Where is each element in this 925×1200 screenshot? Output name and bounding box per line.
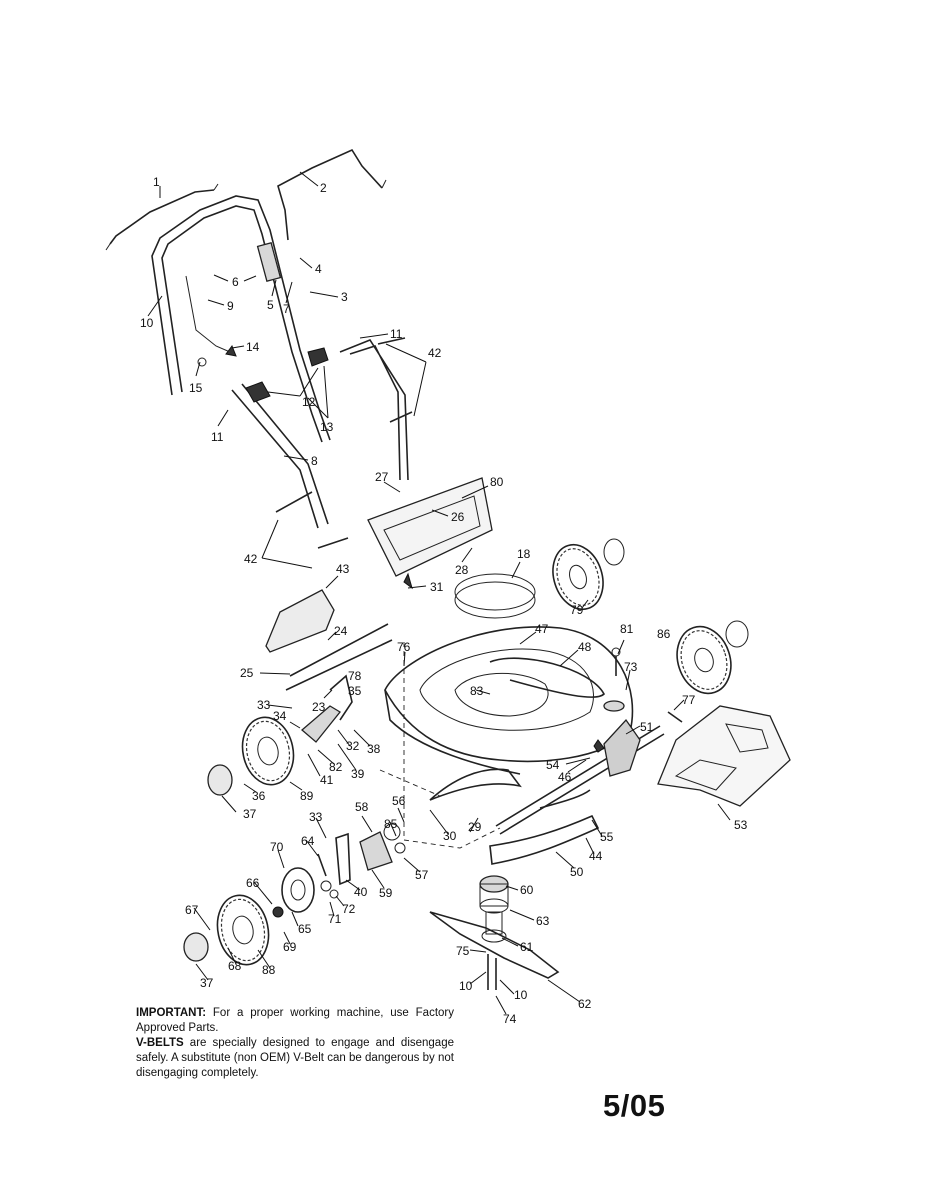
part-label: 83 — [470, 684, 484, 698]
part-label: 72 — [342, 902, 356, 916]
part-label: 32 — [346, 739, 360, 753]
part-label: 43 — [336, 562, 350, 576]
part-label: 33 — [309, 810, 323, 824]
part-label: 53 — [734, 818, 748, 832]
part-label: 75 — [456, 944, 470, 958]
part-label: 69 — [283, 940, 297, 954]
small-parts — [197, 344, 683, 990]
vbelts-note: V-BELTS are specially designed to engage… — [136, 1036, 454, 1081]
part-label: 6 — [232, 275, 239, 289]
important-note: IMPORTANT: For a proper working machine,… — [136, 1006, 454, 1036]
part-label: 42 — [428, 346, 442, 360]
part-label: 70 — [270, 840, 284, 854]
part-label: 76 — [397, 640, 411, 654]
part-label: 31 — [430, 580, 444, 594]
part-label: 18 — [517, 547, 531, 561]
part-label: 4 — [315, 262, 322, 276]
part-label: 40 — [354, 885, 368, 899]
part-label: 34 — [273, 709, 287, 723]
important-notes: IMPORTANT: For a proper working machine,… — [136, 1006, 454, 1081]
part-label: 55 — [600, 830, 614, 844]
part-label: 15 — [189, 381, 203, 395]
part-label: 23 — [312, 700, 326, 714]
part-label: 10 — [459, 979, 473, 993]
part-label: 10 — [514, 988, 528, 1002]
part-label: 41 — [320, 773, 334, 787]
part-label: 59 — [379, 886, 393, 900]
part-label: 44 — [589, 849, 603, 863]
part-label: 5 — [267, 298, 274, 312]
part-label: 57 — [415, 868, 429, 882]
wheels — [183, 538, 749, 966]
leader-lines — [147, 171, 731, 1015]
part-label: 67 — [185, 903, 199, 917]
part-label: 65 — [298, 922, 312, 936]
vbelts-label: V-BELTS — [136, 1037, 184, 1049]
part-label: 10 — [140, 316, 154, 330]
part-label: 12 — [302, 395, 316, 409]
part-label: 47 — [535, 622, 549, 636]
part-label: 30 — [443, 829, 457, 843]
part-label: 8 — [311, 454, 318, 468]
part-label: 28 — [455, 563, 469, 577]
part-label: 58 — [355, 800, 369, 814]
part-label: 66 — [246, 876, 260, 890]
part-label: 35 — [348, 684, 362, 698]
deck-assembly — [265, 477, 791, 865]
part-label: 78 — [348, 669, 362, 683]
part-label: 86 — [657, 627, 671, 641]
part-label: 13 — [320, 420, 334, 434]
part-label: 38 — [367, 742, 381, 756]
part-label: 27 — [375, 470, 389, 484]
part-label: 37 — [243, 807, 257, 821]
part-label: 48 — [578, 640, 592, 654]
part-label: 80 — [490, 475, 504, 489]
part-label: 3 — [341, 290, 348, 304]
part-label: 36 — [252, 789, 266, 803]
page-code: 5/05 — [603, 1088, 666, 1123]
part-label: 46 — [558, 770, 572, 784]
part-label: 71 — [328, 912, 342, 926]
part-label: 77 — [682, 693, 696, 707]
important-text: For a proper working machine, use Factor… — [136, 1007, 454, 1034]
part-label: 56 — [392, 794, 406, 808]
part-label: 42 — [244, 552, 258, 566]
part-label: 24 — [334, 624, 348, 638]
part-label: 85 — [384, 817, 398, 831]
important-label: IMPORTANT: — [136, 1007, 207, 1019]
part-label: 1 — [153, 175, 160, 189]
vbelts-text: are specially designed to engage and dis… — [136, 1037, 454, 1079]
part-label: 26 — [451, 510, 465, 524]
part-label: 64 — [301, 834, 315, 848]
part-label: 11 — [390, 327, 403, 341]
part-label: 79 — [570, 603, 584, 617]
part-label: 73 — [624, 660, 638, 674]
part-labels: 1 2 3 4 5 6 7 9 10 11 42 14 15 12 11 13 … — [140, 175, 748, 1026]
part-label: 74 — [503, 1012, 517, 1026]
part-label: 33 — [257, 698, 271, 712]
part-label: 63 — [536, 914, 550, 928]
part-label: 37 — [200, 976, 214, 990]
part-label: 2 — [320, 181, 327, 195]
part-label: 11 — [211, 430, 224, 444]
part-label: 89 — [300, 789, 314, 803]
part-label: 14 — [246, 340, 260, 354]
part-label: 88 — [262, 963, 276, 977]
part-label: 25 — [240, 666, 254, 680]
part-label: 39 — [351, 767, 365, 781]
handle-assembly — [105, 148, 413, 549]
part-label: 7 — [283, 302, 290, 316]
part-label: 68 — [228, 959, 242, 973]
part-label: 50 — [570, 865, 584, 879]
part-label: 54 — [546, 758, 560, 772]
part-label: 62 — [578, 997, 592, 1011]
part-label: 51 — [640, 720, 654, 734]
part-label: 82 — [329, 760, 343, 774]
part-label: 81 — [620, 622, 634, 636]
part-label: 9 — [227, 299, 234, 313]
part-label: 61 — [520, 940, 534, 954]
part-label: 60 — [520, 883, 534, 897]
part-label: 29 — [468, 820, 482, 834]
